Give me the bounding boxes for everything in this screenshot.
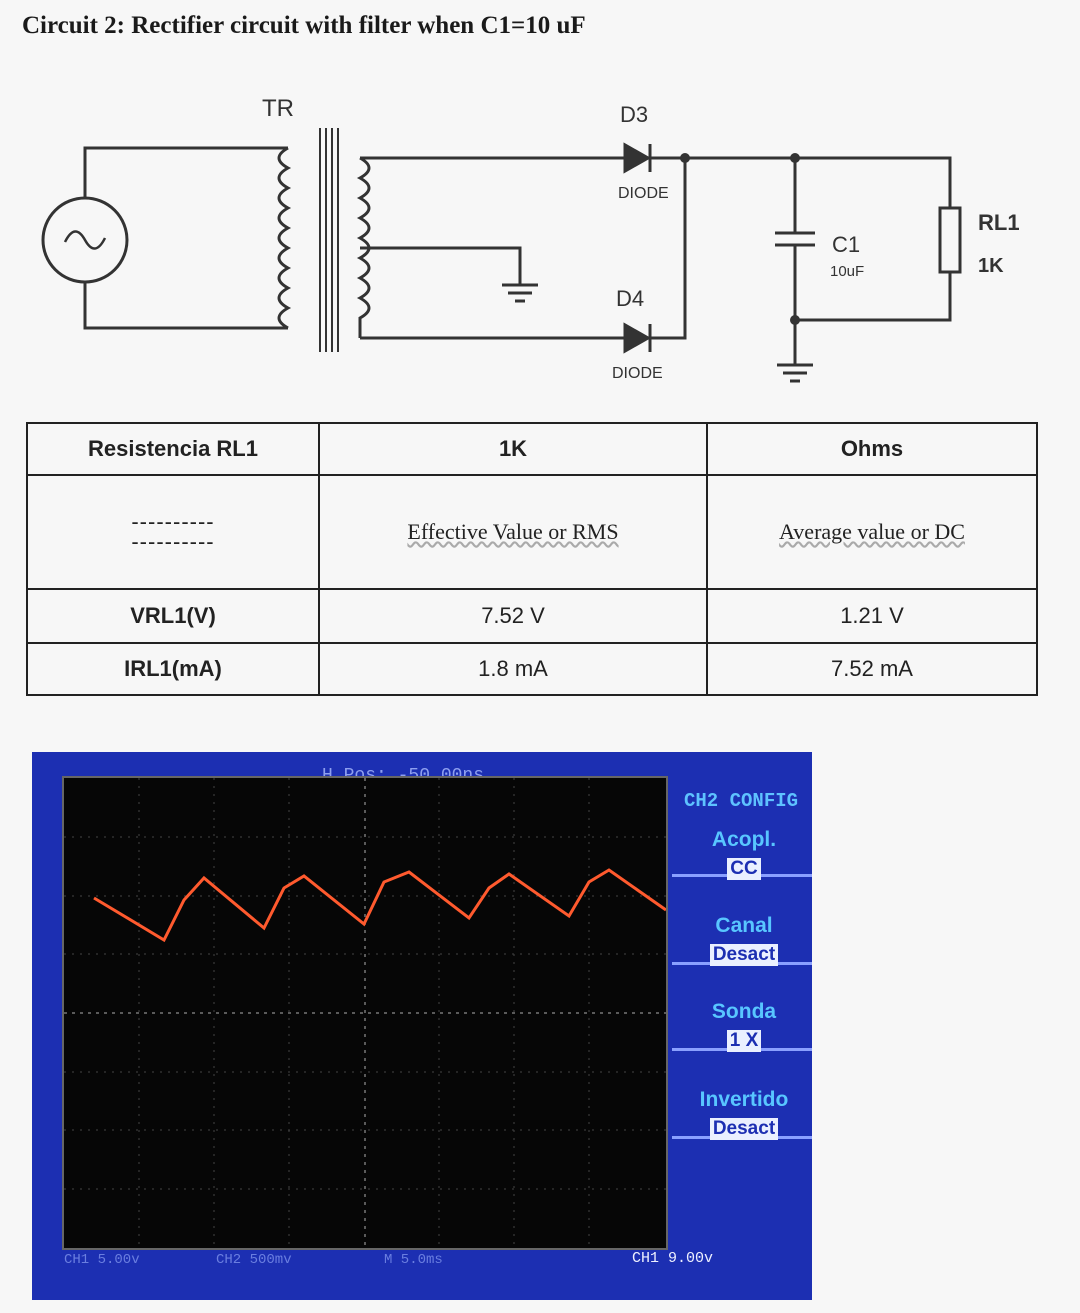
d4-type-label: DIODE [612, 365, 663, 382]
scope-graticule [64, 778, 676, 1248]
ch1-waveform-trace [93, 868, 667, 943]
probe-label: Sonda [711, 1000, 777, 1023]
table-subheader-row: ---------- ---------- Effective Value or… [26, 474, 1038, 590]
invert-label: Invertido [699, 1088, 789, 1111]
channel-value: Desact [709, 944, 779, 966]
invert-value: Desact [709, 1118, 779, 1140]
ch2-scale-readout: CH2 500mv [216, 1252, 292, 1268]
header-resistance-value: 1K [318, 422, 708, 476]
rl1-label: RL1 [978, 210, 1020, 235]
dash-line: ---------- [131, 529, 215, 554]
trigger-readout: CH1 9.00v [632, 1250, 714, 1267]
coupling-option[interactable]: Acopl. CC [682, 828, 806, 880]
table-row: VRL1(V) 7.52 V 1.21 V [26, 588, 1038, 644]
oscilloscope-screen [62, 776, 676, 1250]
dc-column-header: Average value or DC [706, 474, 1038, 590]
oscilloscope-photo: H Pos: -50.00ns CH2 CONFIG Acopl [32, 752, 812, 1300]
page-title: Circuit 2: Rectifier circuit with filter… [22, 12, 586, 39]
table-header-row: Resistencia RL1 1K Ohms [26, 422, 1038, 476]
d3-type-label: DIODE [618, 185, 669, 202]
invert-option[interactable]: Invertido Desact [682, 1088, 806, 1140]
coupling-label: Acopl. [711, 828, 777, 851]
transformer-label: TR [262, 95, 294, 122]
circuit-diagram: TR D3 DIODE D4 DIODE C1 10uF RL1 1K [41, 95, 1020, 383]
row-label: IRL1(mA) [26, 642, 320, 696]
d3-label: D3 [620, 102, 648, 127]
c1-value: 10uF [830, 263, 864, 280]
dash-line: ---------- [131, 509, 215, 534]
channel-option[interactable]: Canal Desact [682, 914, 806, 966]
header-resistance: Resistencia RL1 [26, 422, 320, 476]
channel-label: Canal [715, 914, 773, 937]
menu-title: CH2 CONFIG [684, 790, 799, 812]
dash-placeholder: ---------- ---------- [26, 474, 320, 590]
coupling-value: CC [727, 858, 761, 880]
rms-value: 7.52 V [318, 588, 708, 644]
header-unit: Ohms [706, 422, 1038, 476]
c1-label: C1 [832, 232, 860, 257]
ch2-config-menu: CH2 CONFIG Acopl. CC Canal Desact Sonda … [672, 782, 812, 1252]
row-label: VRL1(V) [26, 588, 320, 644]
probe-value: 1 X [726, 1030, 762, 1052]
rms-value: 1.8 mA [318, 642, 708, 696]
ch1-scale-readout: CH1 5.00v [64, 1252, 140, 1268]
d4-label: D4 [616, 286, 644, 311]
measurement-table: Resistencia RL1 1K Ohms ---------- -----… [26, 422, 1038, 696]
timebase-readout: M 5.0ms [384, 1252, 443, 1268]
rms-column-header: Effective Value or RMS [318, 474, 708, 590]
probe-option[interactable]: Sonda 1 X [682, 1000, 806, 1052]
dc-value: 1.21 V [706, 588, 1038, 644]
table-row: IRL1(mA) 1.8 mA 7.52 mA [26, 642, 1038, 696]
rl1-value: 1K [978, 255, 1004, 277]
dc-value: 7.52 mA [706, 642, 1038, 696]
